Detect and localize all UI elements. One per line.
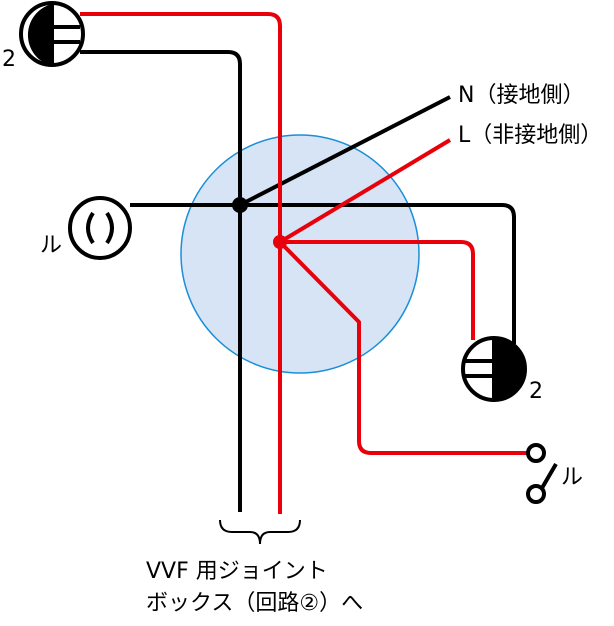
switch <box>526 443 558 504</box>
outlet-right <box>461 336 527 402</box>
junction-box <box>180 134 420 374</box>
neutral-wire-supply <box>239 95 451 207</box>
live-wires <box>80 12 528 514</box>
lamp-fixture <box>68 196 132 260</box>
live-wire-outlet-right <box>280 240 475 340</box>
lamp-label: ル <box>40 233 62 258</box>
neutral-wires <box>80 50 516 512</box>
switch-label: ル <box>561 465 583 490</box>
neutral-wire-outlet-top <box>80 50 242 512</box>
outlet-top-left <box>19 1 85 67</box>
brace <box>219 519 301 545</box>
neutral-wire-lamp-outlet <box>130 203 516 344</box>
outlet-top-left-number: 2 <box>2 47 16 72</box>
footer-line-2: ボックス（回路②）へ <box>146 591 363 616</box>
live-junction-dot <box>273 235 287 249</box>
live-wire-outlet-top <box>80 12 282 514</box>
neutral-junction-dot <box>232 197 248 213</box>
outlet-right-number: 2 <box>529 379 543 404</box>
neutral-label: N（接地側） <box>458 83 584 108</box>
footer-line-1: VVF 用ジョイント <box>146 559 328 584</box>
live-wire-switch <box>278 240 528 455</box>
live-label: L（非接地側） <box>458 123 602 148</box>
live-wire-supply <box>278 138 452 244</box>
